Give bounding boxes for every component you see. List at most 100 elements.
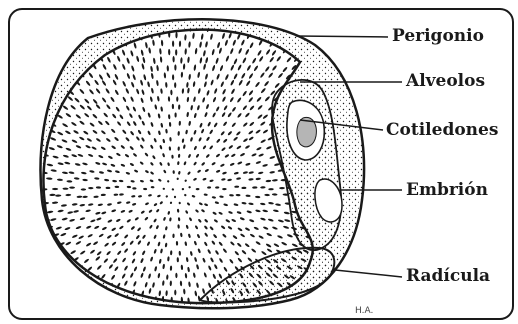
- alveolus-mark: [60, 266, 67, 271]
- alveolus-mark: [42, 58, 48, 64]
- alveolus-mark: [40, 64, 46, 70]
- alveolus-mark: [64, 50, 70, 56]
- alveolus-mark: [53, 297, 59, 303]
- alveolus-mark: [42, 265, 49, 270]
- alveolus-mark: [52, 248, 59, 253]
- alveolus-mark: [129, 303, 133, 310]
- alveolus-mark: [41, 42, 47, 48]
- alveolus-mark: [81, 188, 86, 190]
- alveolus-mark: [73, 304, 79, 310]
- leader-perigonio: [296, 36, 388, 37]
- alveolus-mark: [37, 96, 44, 101]
- alveolus-mark: [281, 306, 287, 312]
- alveolus-mark: [110, 16, 114, 23]
- alveolus-mark: [82, 289, 88, 295]
- alveolus-mark: [37, 113, 44, 118]
- alveolus-mark: [93, 304, 98, 311]
- alveolus-mark: [98, 24, 103, 31]
- alveolus-mark: [174, 64, 176, 70]
- label-radicula: Radícula: [406, 266, 490, 286]
- alveolus-mark: [39, 49, 45, 55]
- alveolus-mark: [56, 32, 62, 38]
- alveolus-mark: [42, 233, 49, 237]
- alveolus-mark: [58, 288, 64, 294]
- label-cotiledones: Cotiledones: [386, 120, 498, 140]
- alveolus-mark: [103, 306, 108, 313]
- alveolus-mark: [79, 281, 85, 287]
- alveolus-mark: [47, 256, 54, 261]
- alveolus-mark: [119, 304, 124, 311]
- alveolus-mark: [140, 304, 144, 311]
- alveolus-mark: [66, 33, 71, 40]
- alveolus-mark: [43, 281, 49, 287]
- alveolus-mark: [43, 89, 49, 95]
- alveolus-mark: [75, 290, 81, 296]
- alveolus-mark: [43, 250, 50, 255]
- alveolus-mark: [51, 57, 57, 63]
- alveolus-mark: [46, 81, 52, 87]
- alveolus-mark: [47, 48, 53, 54]
- alveolus-mark: [61, 281, 67, 287]
- alveolus-mark: [57, 48, 63, 54]
- alveolus-mark: [55, 258, 62, 263]
- alveolus-mark: [60, 23, 65, 30]
- alveolus-mark: [104, 17, 108, 24]
- alveolus-mark: [66, 273, 72, 279]
- alveolus-mark: [70, 39, 75, 46]
- alveolus-mark: [40, 80, 46, 86]
- alveolus-mark: [39, 274, 46, 279]
- alveolus-mark: [87, 281, 93, 287]
- alveolus-mark: [83, 16, 88, 23]
- alveolus-mark: [108, 296, 113, 303]
- alveolus-mark: [38, 306, 44, 312]
- alveolus-mark: [39, 17, 45, 23]
- alveolus-mark: [46, 240, 53, 245]
- alveolus-mark: [52, 188, 58, 190]
- alveolus-mark: [302, 24, 308, 30]
- alveolus-mark: [47, 290, 53, 296]
- alveolus-mark: [174, 82, 176, 88]
- alveolus-mark: [174, 290, 176, 296]
- alveolus-mark: [75, 18, 80, 25]
- alveolus-mark: [294, 25, 300, 31]
- alveolus-mark: [70, 281, 76, 287]
- alveolus-mark: [175, 49, 177, 55]
- label-perigonio: Perigonio: [392, 26, 484, 46]
- artist-signature: H.A.: [355, 306, 373, 316]
- alveolus-mark: [49, 33, 55, 39]
- alveolus-mark: [87, 24, 92, 31]
- alveolus-mark: [157, 306, 160, 312]
- alveolus-mark: [266, 17, 271, 24]
- alveolus-mark: [293, 17, 298, 24]
- alveolus-mark: [88, 296, 94, 302]
- alveolus-mark: [84, 304, 90, 310]
- alveolus-mark: [43, 72, 49, 78]
- alveolus-mark: [44, 296, 50, 302]
- alveolus-mark: [54, 26, 60, 32]
- alveolus-mark: [70, 24, 75, 31]
- alveolus-mark: [175, 113, 177, 118]
- alveolus-mark: [64, 288, 70, 294]
- alveolus-mark: [275, 16, 280, 23]
- alveolus-mark: [46, 274, 53, 279]
- alveolus-mark: [282, 17, 287, 24]
- alveolus-mark: [38, 288, 44, 294]
- alveolus-mark: [93, 289, 99, 295]
- alveolus-mark: [272, 306, 278, 312]
- alveolus-mark: [39, 33, 45, 39]
- alveolus-mark: [60, 297, 66, 303]
- alveolus-mark: [77, 296, 83, 302]
- alveolus-mark: [290, 304, 296, 310]
- leader-radicula: [335, 270, 402, 277]
- alveolus-mark: [49, 66, 55, 72]
- alveolus-mark: [121, 16, 125, 23]
- alveolus-mark: [37, 241, 44, 245]
- alveolus-mark: [50, 18, 56, 24]
- alveolus-mark: [97, 298, 102, 305]
- alveolus-mark: [79, 23, 84, 30]
- alveolus-mark: [52, 265, 59, 270]
- alveolus-mark: [300, 17, 306, 23]
- alveolus-mark: [129, 18, 133, 25]
- alveolus-mark: [258, 15, 263, 22]
- alveolus-mark: [40, 257, 47, 262]
